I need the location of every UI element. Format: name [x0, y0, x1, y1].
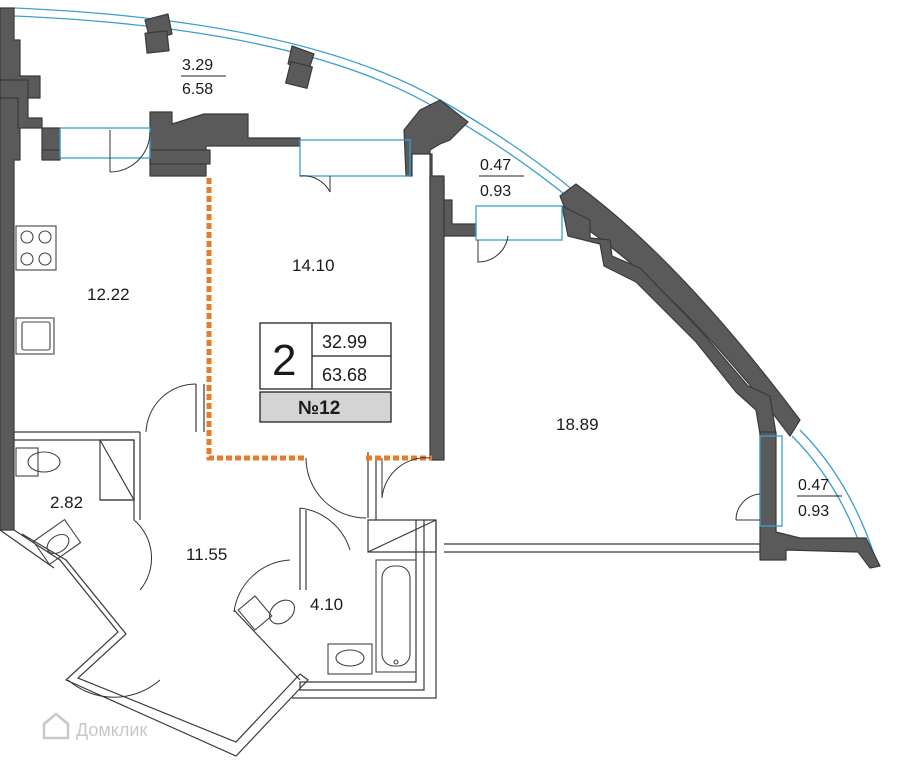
apartment-number: №12 [298, 398, 340, 419]
toilet-area: 2.82 [50, 493, 83, 512]
apartment-legend: 2 32.99 63.68 №12 [259, 322, 392, 423]
doors [67, 130, 761, 698]
walls [0, 7, 881, 757]
rooms-count: 2 [272, 336, 296, 385]
bathroom-toilet-icon [237, 595, 296, 631]
top-balcony-upper: 3.29 [182, 57, 213, 74]
top-balcony-facade [13, 7, 877, 563]
middle-balcony-upper: 0.47 [480, 157, 511, 174]
kitchen-stove-icon [15, 225, 57, 271]
windows [59, 127, 783, 527]
middle-balcony-lower: 0.93 [480, 183, 511, 200]
center-room-area: 14.10 [292, 256, 335, 275]
right-balcony-lower: 0.93 [798, 503, 829, 520]
top-balcony-label: 3.29 6.58 [181, 57, 226, 98]
toilet-icon [15, 447, 61, 477]
bathtub-icon [375, 559, 417, 673]
watermark: Домклик [42, 712, 147, 740]
top-balcony-lower: 6.58 [182, 81, 213, 98]
living-area: 32.99 [322, 332, 367, 352]
bathroom-sink-icon [327, 643, 373, 675]
right-room-area: 18.89 [556, 415, 599, 434]
hall-area: 11.55 [186, 545, 227, 564]
bathroom-area: 4.10 [310, 595, 343, 614]
total-area: 63.68 [322, 365, 367, 385]
watermark-text: Домклик [76, 720, 147, 740]
right-balcony-label: 0.47 0.93 [797, 477, 842, 520]
kitchen-sink-icon [15, 317, 55, 355]
interior-walls [14, 384, 437, 681]
right-balcony-upper: 0.47 [798, 477, 829, 494]
house-logo-icon [42, 712, 70, 740]
washbasin-icon [32, 518, 82, 566]
kitchen-area: 12.22 [87, 285, 130, 304]
middle-balcony-label: 0.47 0.93 [479, 157, 524, 200]
